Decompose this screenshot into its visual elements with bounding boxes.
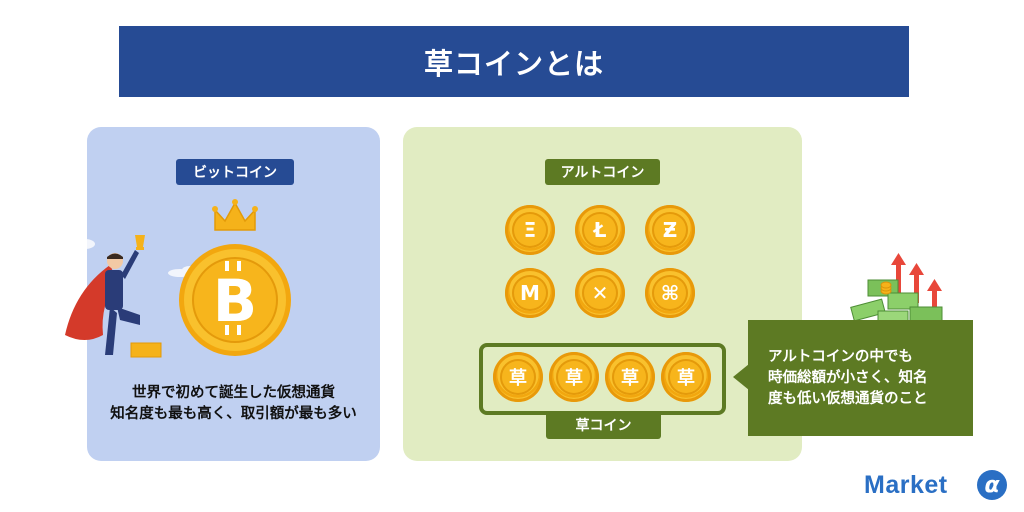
bitcoin-description: 世界で初めて誕生した仮想通貨 知名度も最も高く、取引額が最も多い: [87, 383, 380, 425]
cash-stack-icon: [850, 279, 943, 324]
callout-line: アルトコインの中でも: [768, 349, 913, 365]
cloud-icon: [59, 239, 198, 277]
ripple-coin-icon: ✕: [575, 268, 625, 318]
svg-text:B: B: [213, 267, 257, 335]
bitcoin-coin-icon: B: [179, 244, 291, 356]
callout-arrow: [733, 364, 749, 390]
monero-coin-icon: M: [505, 268, 555, 318]
kusa-coin-definition: アルトコインの中でも 時価総額が小さく、知名 度も低い仮想通貨のこと: [748, 320, 973, 436]
litecoin-coin-icon: Ł: [575, 205, 625, 255]
money-growth-illustration: [850, 253, 943, 324]
callout-line: 時価総額が小さく、知名: [768, 370, 928, 386]
kusa-coin-icon: 草: [549, 352, 599, 402]
caption-line: 知名度も最も高く、取引額が最も多い: [110, 406, 357, 422]
crown-icon: [212, 199, 258, 231]
bitcoin-illustration: B: [59, 199, 291, 358]
page-title: 草コインとは: [119, 26, 909, 97]
zcash-coin-icon: Ƶ: [645, 205, 695, 255]
brand-logo-text: Market: [864, 471, 948, 499]
nem-coin-icon: ⌘: [645, 268, 695, 318]
kusa-coin-label: 草コイン: [546, 411, 661, 439]
altcoin-label: アルトコイン: [545, 159, 660, 185]
ethereum-coin-icon: Ξ: [505, 205, 555, 255]
callout-line: 度も低い仮想通貨のこと: [768, 391, 928, 407]
kusa-coin-icon: 草: [661, 352, 711, 402]
kusa-coin-icon: 草: [605, 352, 655, 402]
kusa-coin-icon: 草: [493, 352, 543, 402]
businessman-icon: [65, 235, 162, 358]
gold-coin-icon: [880, 281, 892, 295]
caption-line: 世界で初めて誕生した仮想通貨: [132, 385, 335, 401]
bitcoin-label: ビットコイン: [176, 159, 294, 185]
brand-logo-icon: α: [977, 470, 1007, 500]
